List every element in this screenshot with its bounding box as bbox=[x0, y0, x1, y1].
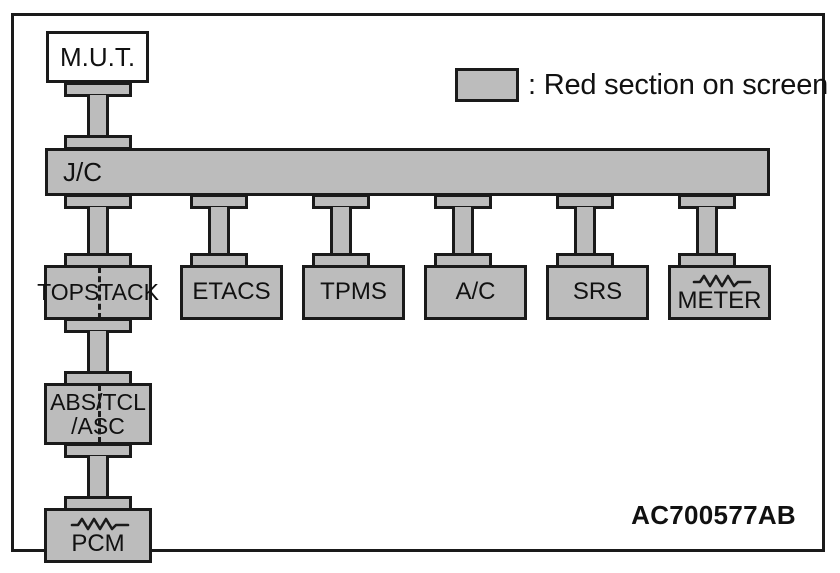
connector-stem-tops-abs bbox=[87, 331, 109, 373]
legend-label: : Red section on screen bbox=[528, 68, 829, 101]
node-mut[interactable]: M.U.T. bbox=[46, 31, 149, 83]
connector-stem-tpms bbox=[330, 207, 352, 255]
connector-stem-etacs bbox=[208, 207, 230, 255]
connector-stem-meter bbox=[696, 207, 718, 255]
legend: : Red section on screen bbox=[455, 68, 828, 102]
dashed-divider-tops-tack bbox=[98, 267, 101, 319]
node-tack-label: TACK bbox=[99, 278, 159, 305]
connector-stem-abs-pcm bbox=[87, 456, 109, 498]
node-jc-label: J/C bbox=[63, 156, 102, 187]
dashed-divider-abs bbox=[98, 385, 101, 443]
node-etacs[interactable]: ETACS bbox=[180, 265, 283, 320]
diagram-frame: : Red section on screen M.U.T. J/C bbox=[11, 13, 828, 563]
node-etacs-label: ETACS bbox=[192, 278, 271, 306]
figure-code: AC700577AB bbox=[631, 500, 796, 530]
legend-gray-swatch bbox=[455, 68, 519, 102]
node-meter-label: METER bbox=[677, 286, 762, 314]
node-jc[interactable]: J/C bbox=[45, 148, 770, 196]
node-tpms-label: TPMS bbox=[320, 278, 387, 306]
node-pcm[interactable]: PCM bbox=[44, 508, 152, 563]
node-srs[interactable]: SRS bbox=[546, 265, 649, 320]
connector-stem-srs bbox=[574, 207, 596, 255]
node-ac-label: A/C bbox=[455, 278, 496, 306]
node-pcm-label: PCM bbox=[71, 529, 125, 557]
node-tops-label: TOPS bbox=[37, 278, 100, 305]
node-mut-label: M.U.T. bbox=[59, 41, 136, 72]
connector-stem-mut bbox=[87, 95, 109, 137]
connector-stem-tops bbox=[87, 207, 109, 255]
node-meter[interactable]: METER bbox=[668, 265, 771, 320]
node-ac[interactable]: A/C bbox=[424, 265, 527, 320]
node-tpms[interactable]: TPMS bbox=[302, 265, 405, 320]
node-srs-label: SRS bbox=[572, 278, 623, 306]
connector-stem-ac bbox=[452, 207, 474, 255]
